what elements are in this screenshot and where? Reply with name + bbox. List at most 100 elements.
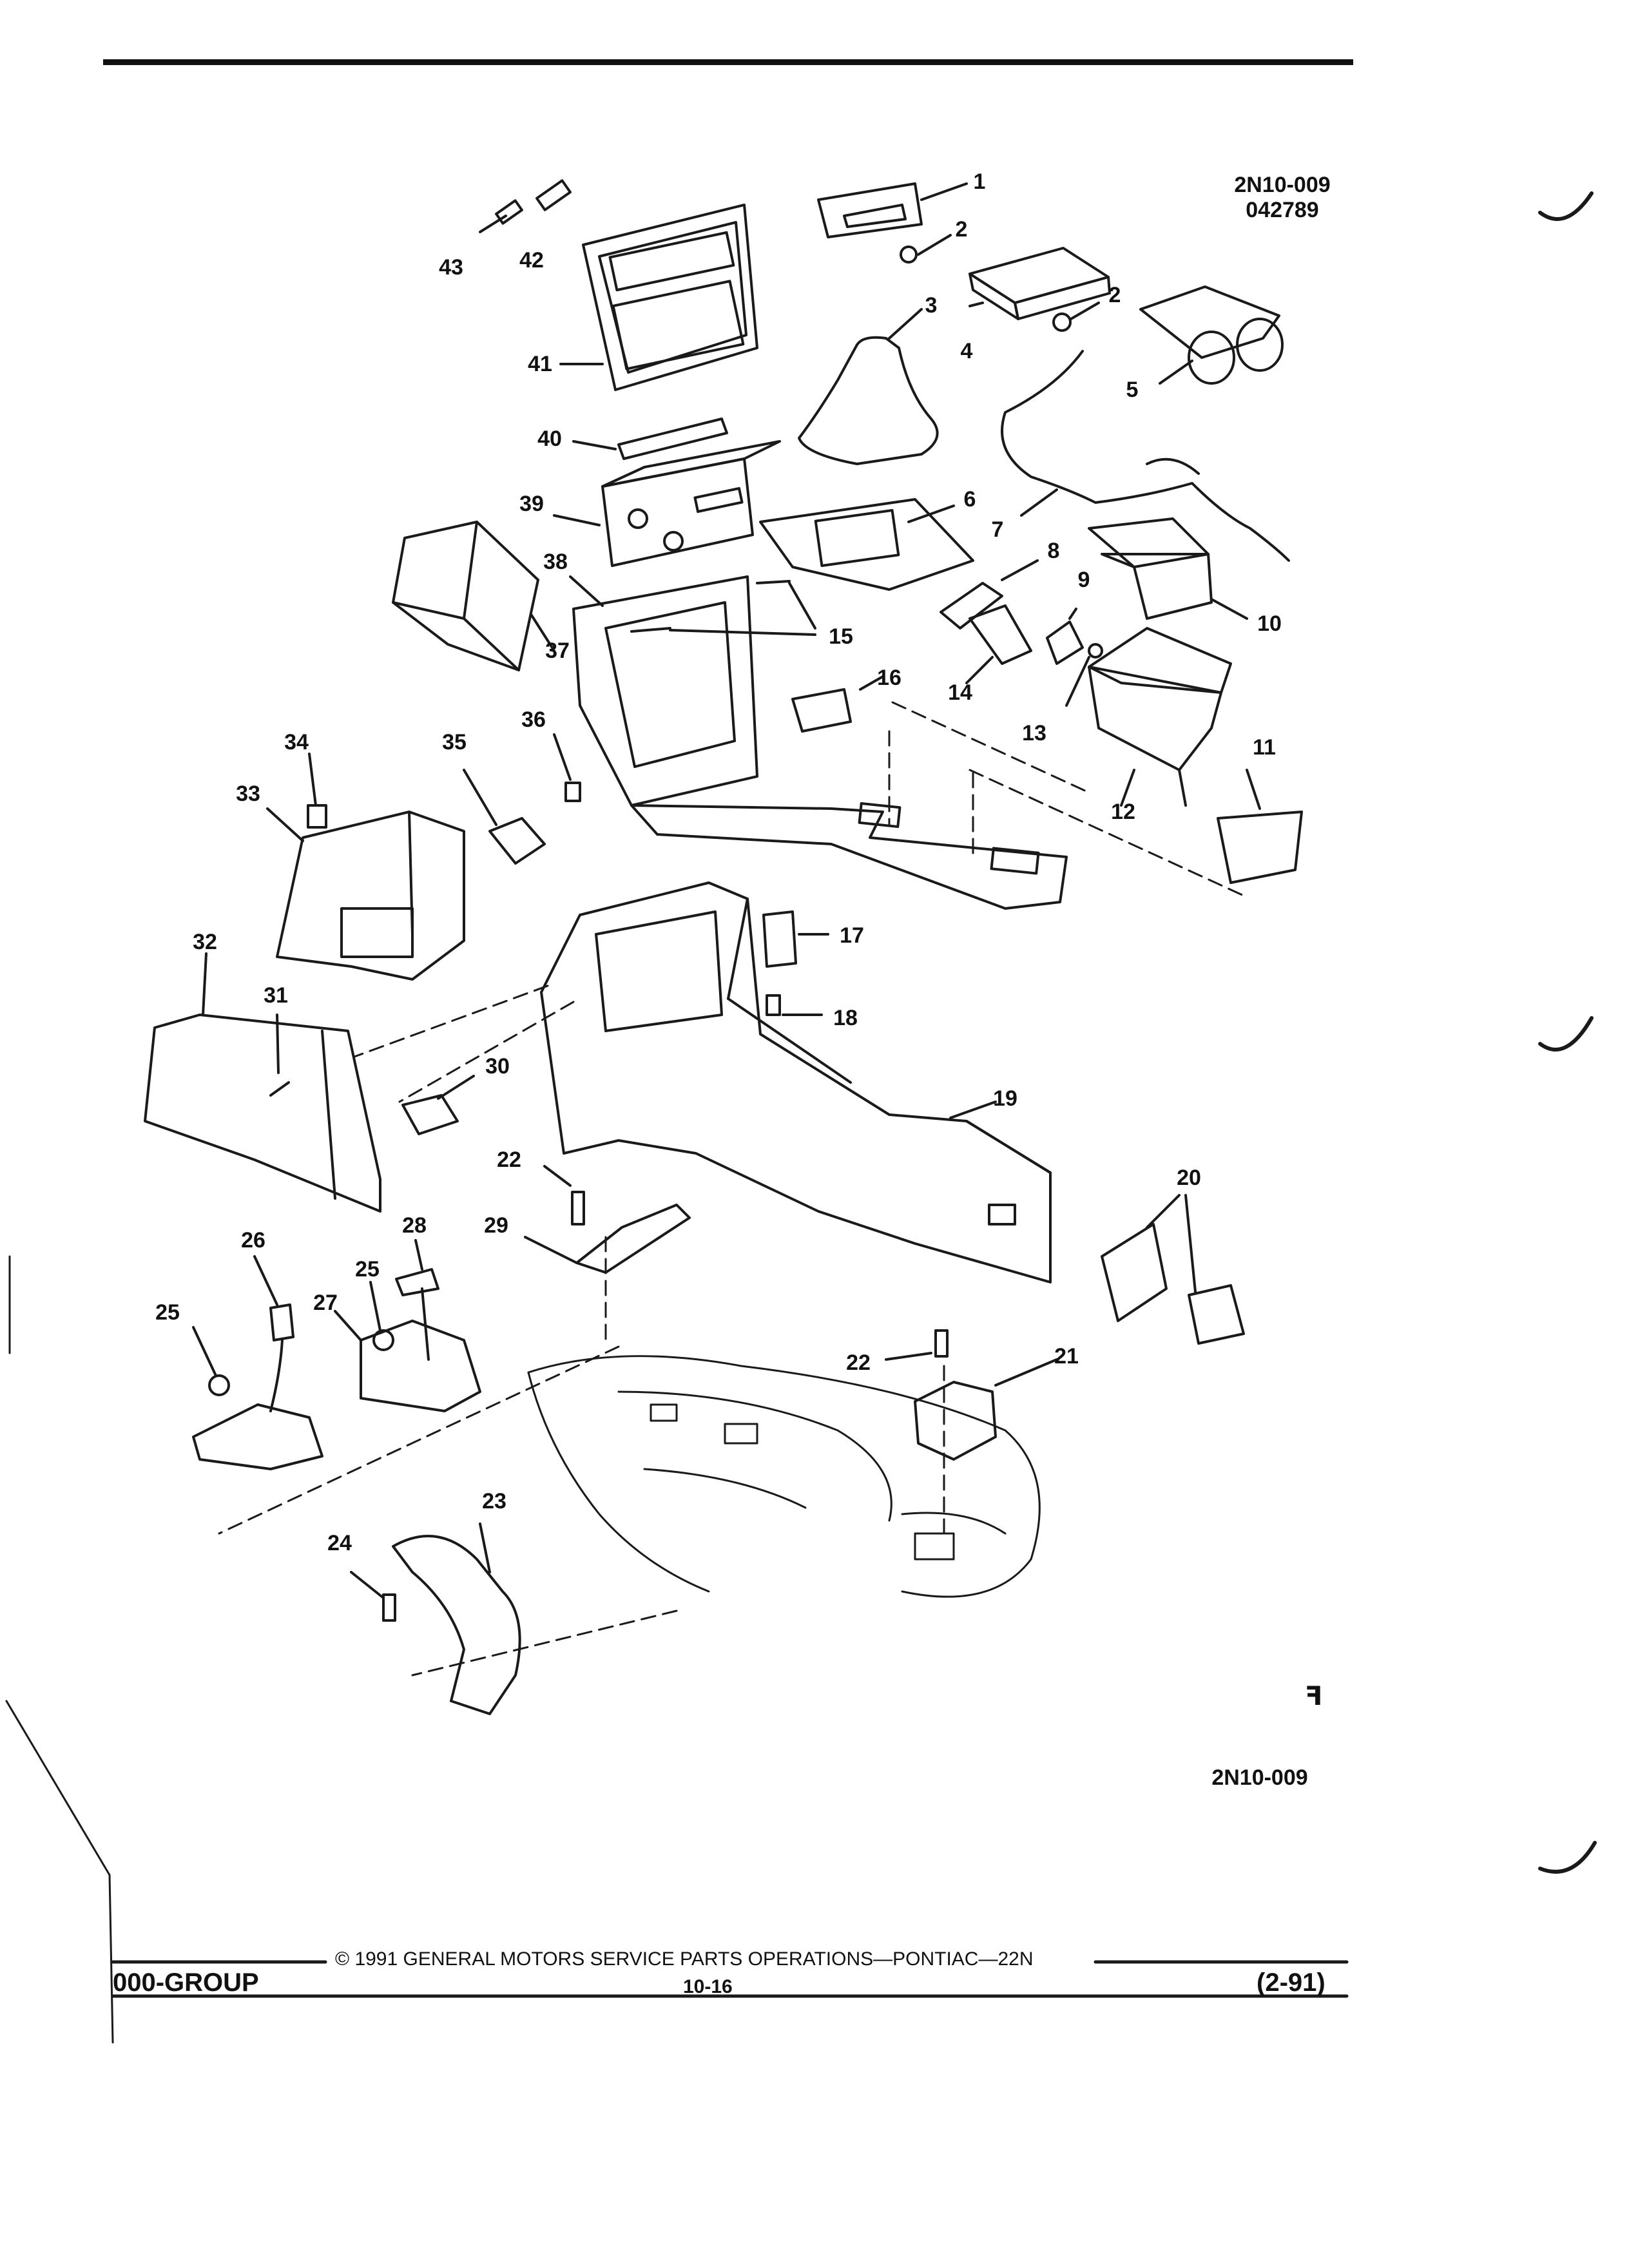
gm-service-parts-icon: ꟻ <box>1305 1682 1323 1711</box>
part-43-42-clips <box>479 179 572 233</box>
part-30-block <box>401 1075 475 1135</box>
callout-28: 28 <box>402 1213 427 1238</box>
callout-36: 36 <box>521 707 546 732</box>
scan-edge-line <box>5 1255 114 2044</box>
callout-12: 12 <box>1111 800 1135 824</box>
part-21-bracket <box>914 1358 1058 1461</box>
footer-revision: (2-91) <box>1257 1968 1325 1997</box>
callout-21: 21 <box>1054 1344 1079 1369</box>
callout-20: 20 <box>1177 1166 1201 1190</box>
part-6-plate <box>759 498 974 591</box>
part-39-radio <box>553 440 781 567</box>
callout-7: 7 <box>991 517 1004 542</box>
callout-40: 40 <box>537 427 562 451</box>
callout-8: 8 <box>1047 539 1060 563</box>
part-22-screw-b <box>885 1329 949 1361</box>
part-20-lens <box>1101 1194 1245 1345</box>
callout-16: 16 <box>877 666 901 690</box>
part-5-cupholder <box>1139 285 1284 385</box>
part-27-shifter-base <box>334 1310 481 1412</box>
callout-14: 14 <box>948 680 972 705</box>
part-41-bezel <box>559 204 758 391</box>
part-14-latch <box>965 604 1032 684</box>
part-18-screw <box>766 994 823 1016</box>
part-8-latch <box>940 559 1039 629</box>
callout-3: 3 <box>925 293 938 318</box>
footer-copyright: © 1991 GENERAL MOTORS SERVICE PARTS OPER… <box>335 1948 1034 1970</box>
part-33-bracket <box>266 807 465 981</box>
callout-34: 34 <box>284 730 309 754</box>
callout-24: 24 <box>327 1531 352 1555</box>
floor-pan <box>527 1355 1041 1598</box>
part-28-lever <box>395 1239 439 1361</box>
part-10-tray <box>1088 517 1248 620</box>
part-11-ashtray <box>1217 769 1303 884</box>
top-rule <box>103 59 1353 65</box>
callout-2: 2 <box>955 217 968 242</box>
callout-22: 22 <box>497 1148 521 1172</box>
drawing-id-header: 2N10-009 042789 <box>1205 173 1360 223</box>
callout-19: 19 <box>993 1086 1017 1111</box>
part-32-side-panel <box>144 952 381 1213</box>
callout-11: 11 <box>1253 735 1276 760</box>
part-7-harness <box>1001 350 1290 562</box>
part-13-clip <box>1065 643 1103 707</box>
callout-13: 13 <box>1022 721 1046 745</box>
callout-15: 15 <box>829 624 853 649</box>
part-15-screws <box>630 580 816 636</box>
callout-18: 18 <box>833 1006 858 1030</box>
part-17-vent <box>762 910 829 968</box>
part-4-module <box>969 247 1111 320</box>
callout-22: 22 <box>846 1350 871 1375</box>
callout-31: 31 <box>264 983 288 1008</box>
part-37-module <box>392 521 555 671</box>
part-25-nut-b <box>192 1326 230 1396</box>
callout-9: 9 <box>1077 568 1090 592</box>
callout-10: 10 <box>1257 611 1282 636</box>
part-29-bracket <box>524 1204 691 1274</box>
part-9-latch <box>1046 608 1084 665</box>
callout-38: 38 <box>543 550 568 574</box>
callout-42: 42 <box>519 248 544 273</box>
part-2-screw-a <box>900 234 952 264</box>
part-1-pocket <box>817 182 968 238</box>
part-2-screw-b <box>1052 302 1100 332</box>
callout-41: 41 <box>528 352 552 376</box>
drawing-id-bottom: 2N10-009 <box>1211 1765 1308 1790</box>
callout-5: 5 <box>1126 378 1139 402</box>
callout-25: 25 <box>355 1257 380 1282</box>
part-34-nut <box>307 753 327 829</box>
part-23-park-brake <box>392 1523 521 1715</box>
part-38-console-bezel <box>569 575 1068 910</box>
callout-33: 33 <box>236 782 260 806</box>
callout-4: 4 <box>960 339 973 363</box>
callout-23: 23 <box>482 1489 506 1514</box>
callout-26: 26 <box>241 1228 265 1253</box>
callout-2: 2 <box>1108 283 1121 307</box>
callout-17: 17 <box>840 923 864 948</box>
dashed-leaders <box>218 701 1245 1677</box>
part-12-compartment <box>1088 627 1232 807</box>
part-35-switch <box>463 769 546 865</box>
part-3-boot <box>798 308 939 465</box>
footer-group: 000-GROUP <box>113 1968 259 1997</box>
part-16-insert <box>791 675 884 733</box>
callout-39: 39 <box>519 492 544 516</box>
part-40-strip <box>572 418 728 460</box>
callout-29: 29 <box>484 1213 508 1238</box>
footer-page-number: 10-16 <box>683 1976 733 1997</box>
part-24-screw <box>350 1571 396 1622</box>
callout-43: 43 <box>439 255 463 280</box>
callout-1: 1 <box>973 169 986 194</box>
callout-30: 30 <box>485 1054 510 1079</box>
callout-25: 25 <box>155 1300 180 1325</box>
drawing-id: 2N10-009 <box>1234 173 1331 197</box>
part-31-screw <box>269 1014 290 1097</box>
part-19-console <box>540 881 1052 1283</box>
page-edge-marks <box>1538 191 1597 1874</box>
callout-32: 32 <box>193 930 217 954</box>
part-36-bulb <box>553 733 581 802</box>
part-22-screw-a <box>543 1165 585 1225</box>
